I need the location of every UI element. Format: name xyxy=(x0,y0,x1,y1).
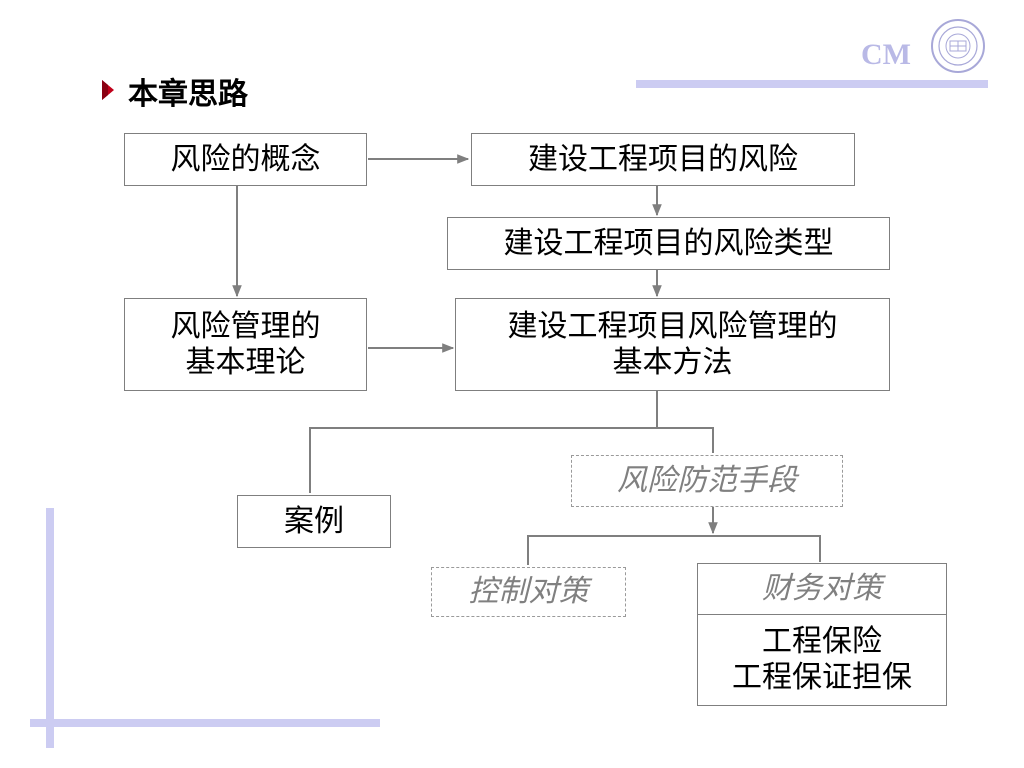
node-risk-mgmt-theory-label: 风险管理的 基本理论 xyxy=(170,308,321,380)
node-financial-measures-label: 财务对策 xyxy=(762,571,882,606)
node-risk-concept-label: 风险的概念 xyxy=(170,141,321,177)
node-risk-concept: 风险的概念 xyxy=(124,133,367,186)
node-control-measures-label: 控制对策 xyxy=(468,574,589,609)
left-accent-bar xyxy=(46,508,54,748)
branch-case-prevention xyxy=(309,427,714,493)
node-project-risk-types: 建设工程项目的风险类型 xyxy=(447,217,890,270)
node-case-label: 案例 xyxy=(284,503,344,539)
node-control-measures: 控制对策 xyxy=(431,567,626,617)
node-risk-prevention-means-label: 风险防范手段 xyxy=(617,463,797,498)
node-risk-mgmt-theory: 风险管理的 基本理论 xyxy=(124,298,367,391)
node-project-risk-types-label: 建设工程项目的风险类型 xyxy=(503,225,834,261)
node-project-risk-label: 建设工程项目的风险 xyxy=(528,141,798,177)
page-title: 本章思路 xyxy=(128,77,248,112)
node-case: 案例 xyxy=(237,495,391,548)
branch-control-financial xyxy=(527,535,821,565)
node-financial-items: 工程保险 工程保证担保 xyxy=(697,614,947,706)
node-project-risk-mgmt-methods: 建设工程项目风险管理的 基本方法 xyxy=(455,298,890,391)
bottom-accent-bar xyxy=(30,719,380,727)
node-financial-items-label: 工程保险 工程保证担保 xyxy=(732,624,912,695)
university-seal-logo xyxy=(931,19,985,73)
node-risk-prevention-means: 风险防范手段 xyxy=(571,455,843,507)
node-project-risk-mgmt-methods-label: 建设工程项目风险管理的 基本方法 xyxy=(507,308,838,380)
bullet-arrow-icon xyxy=(102,80,114,100)
node-project-risk: 建设工程项目的风险 xyxy=(471,133,855,186)
cm-brand-text: CM xyxy=(861,38,911,71)
node-financial-measures: 财务对策 xyxy=(697,563,947,615)
top-accent-bar xyxy=(636,80,988,88)
